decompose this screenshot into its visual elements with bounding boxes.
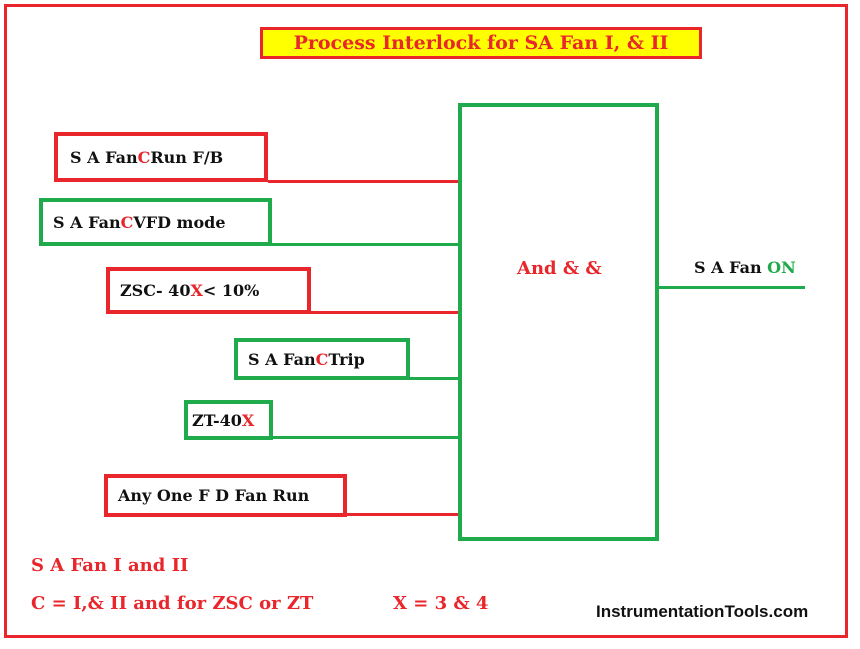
input-label-highlight: C bbox=[315, 349, 329, 369]
input-label-pre: ZSC- 40 bbox=[120, 281, 191, 300]
input-fan-trip: S A Fan C Trip bbox=[234, 338, 410, 380]
legend-fans: S A Fan I and II bbox=[31, 555, 189, 576]
input-label-pre: ZT-40 bbox=[192, 410, 242, 430]
input-run-feedback: S A Fan C Run F/B bbox=[54, 132, 268, 182]
connector-line bbox=[311, 311, 458, 314]
input-label-pre: S A Fan bbox=[70, 147, 138, 167]
input-label-post: VFD mode bbox=[133, 212, 226, 232]
and-gate-label: And & & bbox=[517, 258, 602, 279]
connector-line bbox=[347, 513, 458, 516]
input-fd-fan-run: Any One F D Fan Run bbox=[104, 474, 347, 517]
connector-line bbox=[273, 436, 458, 439]
input-label-post: < 10% bbox=[202, 281, 260, 300]
input-label-pre: S A Fan bbox=[53, 212, 121, 232]
and-gate-block bbox=[458, 103, 659, 541]
input-label-highlight: X bbox=[241, 410, 255, 430]
input-label-post: Run F/B bbox=[150, 147, 224, 167]
legend-c-definition: C = I,& II and for ZSC or ZT bbox=[31, 593, 314, 614]
input-label-highlight: X bbox=[190, 281, 203, 300]
connector-line bbox=[268, 180, 458, 183]
input-vfd-mode: S A Fan C VFD mode bbox=[39, 198, 272, 246]
watermark: InstrumentationTools.com bbox=[596, 602, 809, 621]
diagram-title: Process Interlock for SA Fan I, & II bbox=[260, 27, 702, 59]
input-label-highlight: C bbox=[137, 147, 151, 167]
output-line bbox=[659, 286, 805, 289]
connector-line bbox=[410, 377, 458, 380]
outer-frame bbox=[4, 4, 848, 638]
legend-x-definition: X = 3 & 4 bbox=[393, 593, 489, 614]
input-label-post: Trip bbox=[328, 349, 365, 369]
input-label-highlight: C bbox=[120, 212, 134, 232]
input-label-pre: Any One F D Fan Run bbox=[118, 486, 310, 505]
connector-line bbox=[272, 243, 458, 246]
output-label: S A Fan ON bbox=[694, 258, 796, 277]
input-label-pre: S A Fan bbox=[248, 349, 316, 369]
output-label-pre: S A Fan bbox=[694, 258, 768, 277]
output-label-highlight: ON bbox=[767, 258, 796, 277]
